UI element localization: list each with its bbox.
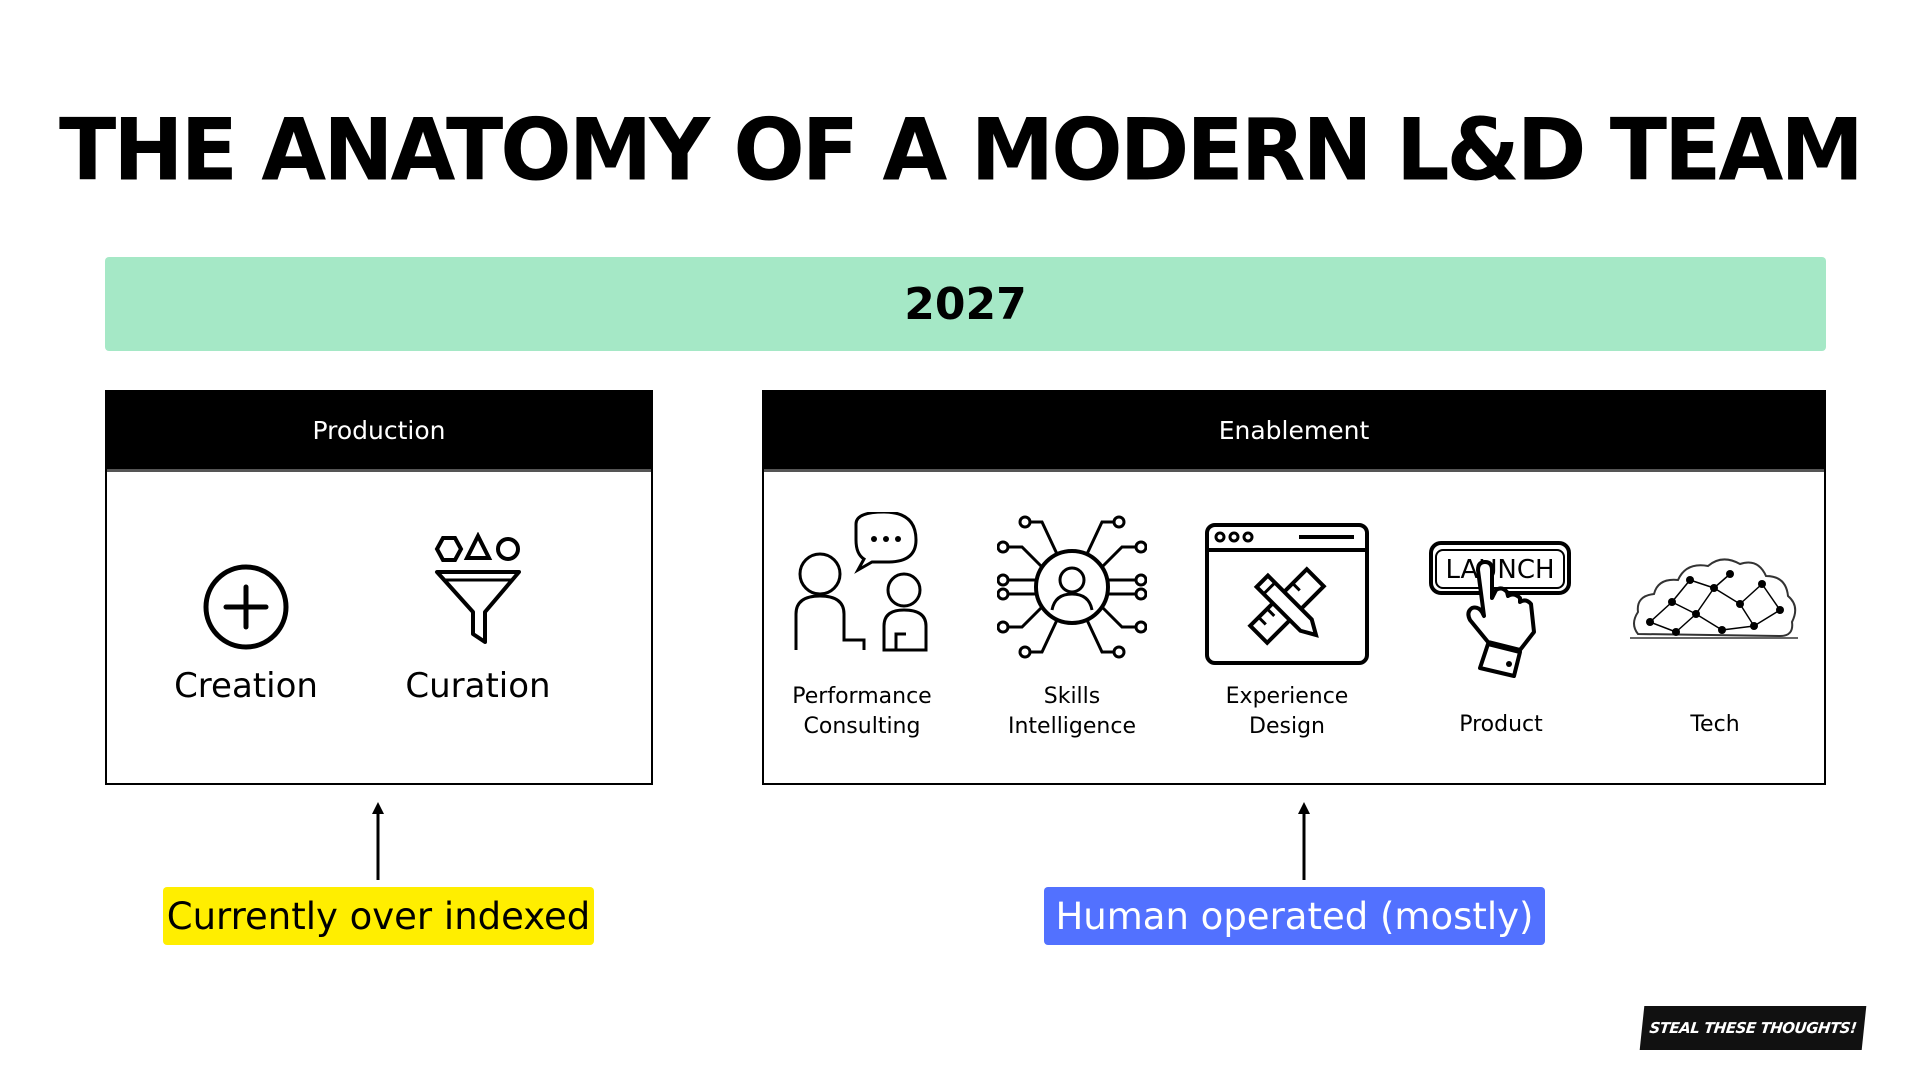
enablement-item-performance-consulting: Performance Consulting [762, 512, 962, 739]
browser-design-tools-icon [1205, 523, 1369, 665]
enablement-item-tech: Tech [1615, 552, 1815, 737]
enablement-panel: Enablement Performance Consulting [762, 390, 1826, 785]
production-header: Production [107, 392, 651, 472]
enablement-item-product: LAUNCH Product [1401, 540, 1601, 737]
year-banner: 2027 [105, 257, 1826, 351]
funnel-icon [434, 532, 521, 644]
consulting-people-icon [794, 512, 928, 652]
network-person-icon [997, 515, 1147, 659]
human-operated-tag: Human operated (mostly) [1044, 887, 1545, 945]
plus-circle-icon [203, 564, 289, 650]
arrow-up-icon [372, 802, 384, 880]
launch-button-hand-icon: LAUNCH [1429, 541, 1571, 678]
creation-item: Creation [131, 562, 361, 706]
page-title: THE ANATOMY OF A MODERN L&D TEAM [58, 100, 1864, 200]
product-label: Product [1459, 712, 1543, 737]
over-indexed-tag: Currently over indexed [163, 887, 594, 945]
brand-logo: STEAL THESE THOUGHTS! [1639, 1006, 1867, 1050]
arrow-up-icon [1298, 802, 1310, 880]
enablement-item-experience-design: Experience Design [1187, 522, 1387, 739]
tech-label: Tech [1690, 712, 1740, 737]
enablement-header: Enablement [764, 392, 1824, 472]
enablement-item-skills-intelligence: Skills Intelligence [972, 512, 1172, 739]
production-panel: Production Creation Curation [105, 390, 653, 785]
experience-design-label: Experience Design [1225, 684, 1349, 739]
performance-consulting-label: Performance Consulting [792, 684, 932, 739]
skills-intelligence-label: Skills Intelligence [1007, 684, 1136, 739]
network-cloud-icon [1630, 558, 1798, 639]
launch-text: LAUNCH [1445, 555, 1554, 585]
creation-label: Creation [174, 666, 318, 706]
curation-item: Curation [363, 532, 593, 706]
curation-label: Curation [405, 666, 551, 706]
